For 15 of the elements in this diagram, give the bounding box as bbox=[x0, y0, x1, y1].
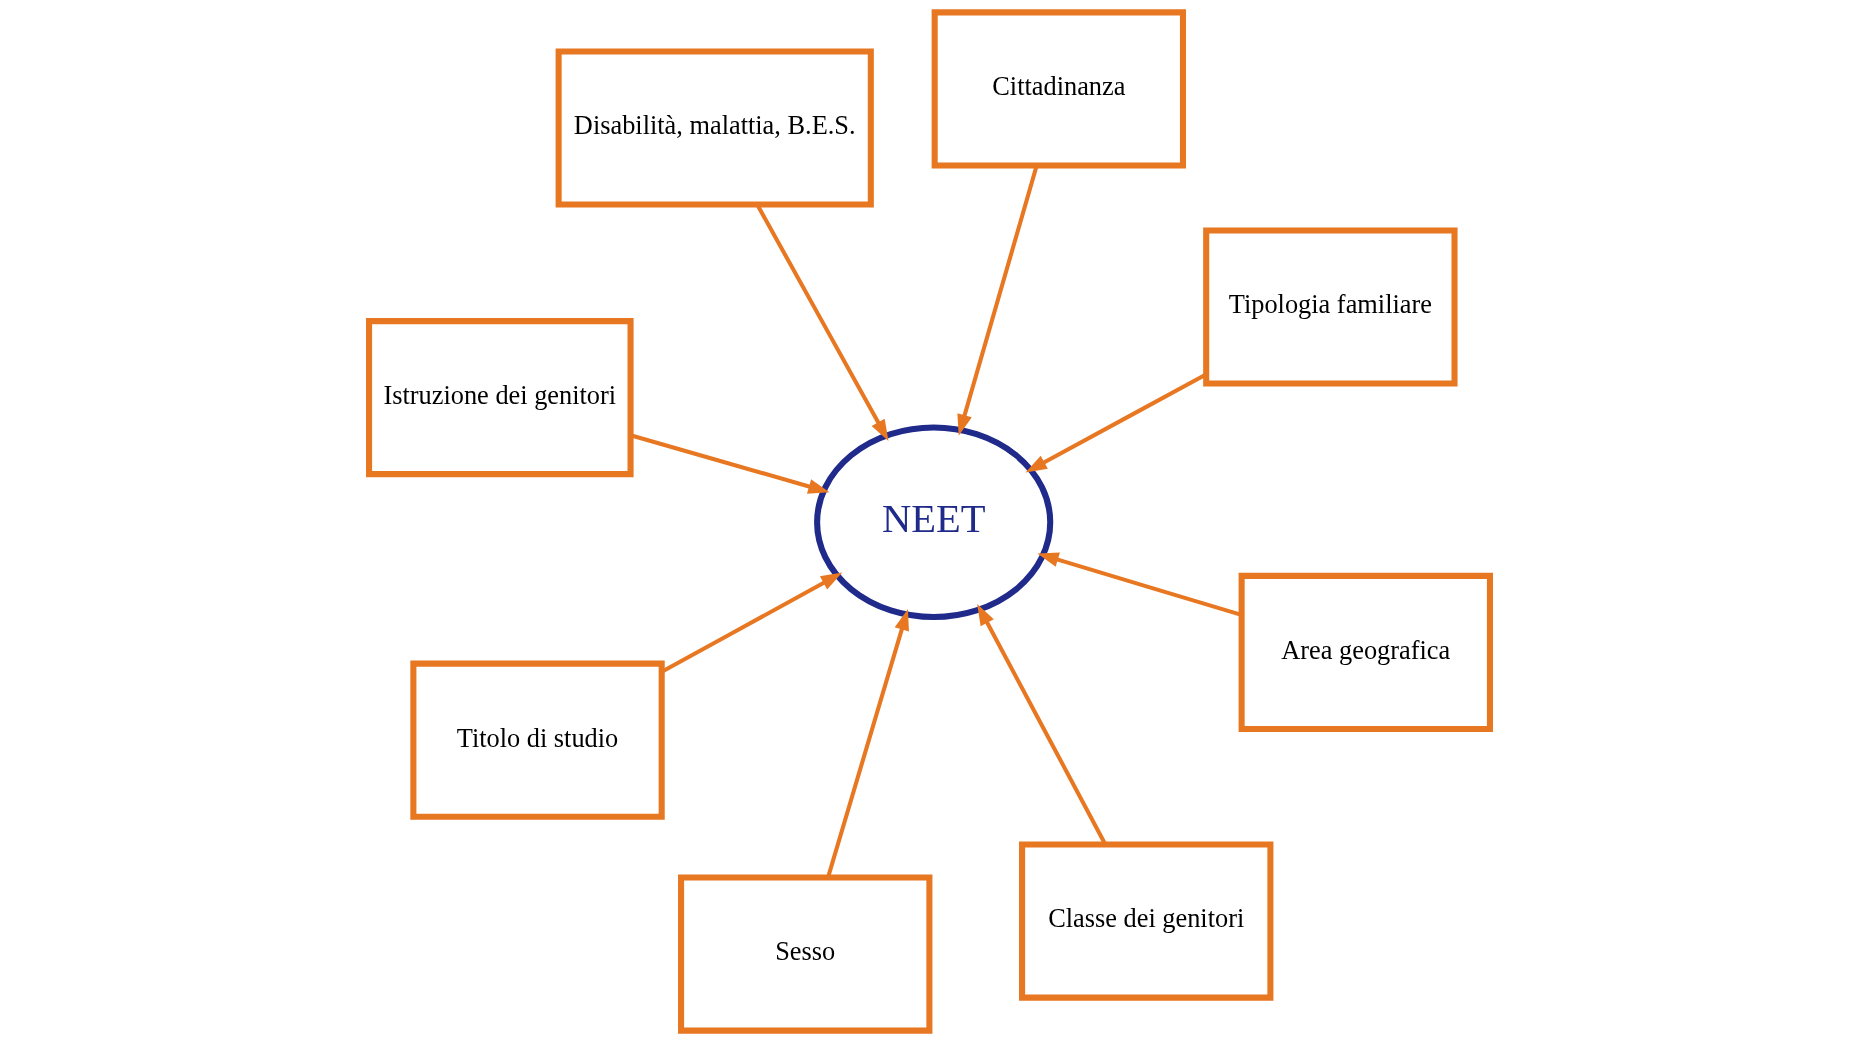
arrow bbox=[977, 603, 1108, 846]
node-box: Disabilità, malattia, B.E.S. bbox=[555, 48, 874, 208]
node-box: Area geografica bbox=[1238, 572, 1493, 732]
node-box: Classe dei genitori bbox=[1019, 841, 1274, 1001]
arrow bbox=[1037, 552, 1242, 617]
node-box: Istruzione dei genitori bbox=[366, 318, 634, 478]
arrow bbox=[1025, 372, 1207, 473]
node-box: Tipologia familiare bbox=[1203, 227, 1458, 387]
node-box: Sesso bbox=[678, 874, 933, 1034]
node-box: Titolo di studio bbox=[410, 660, 665, 820]
arrow bbox=[630, 433, 830, 494]
arrow bbox=[957, 165, 1039, 436]
arrow bbox=[826, 608, 909, 878]
node-ellipse: NEET bbox=[814, 424, 1054, 621]
node-box: Cittadinanza bbox=[931, 9, 1187, 169]
